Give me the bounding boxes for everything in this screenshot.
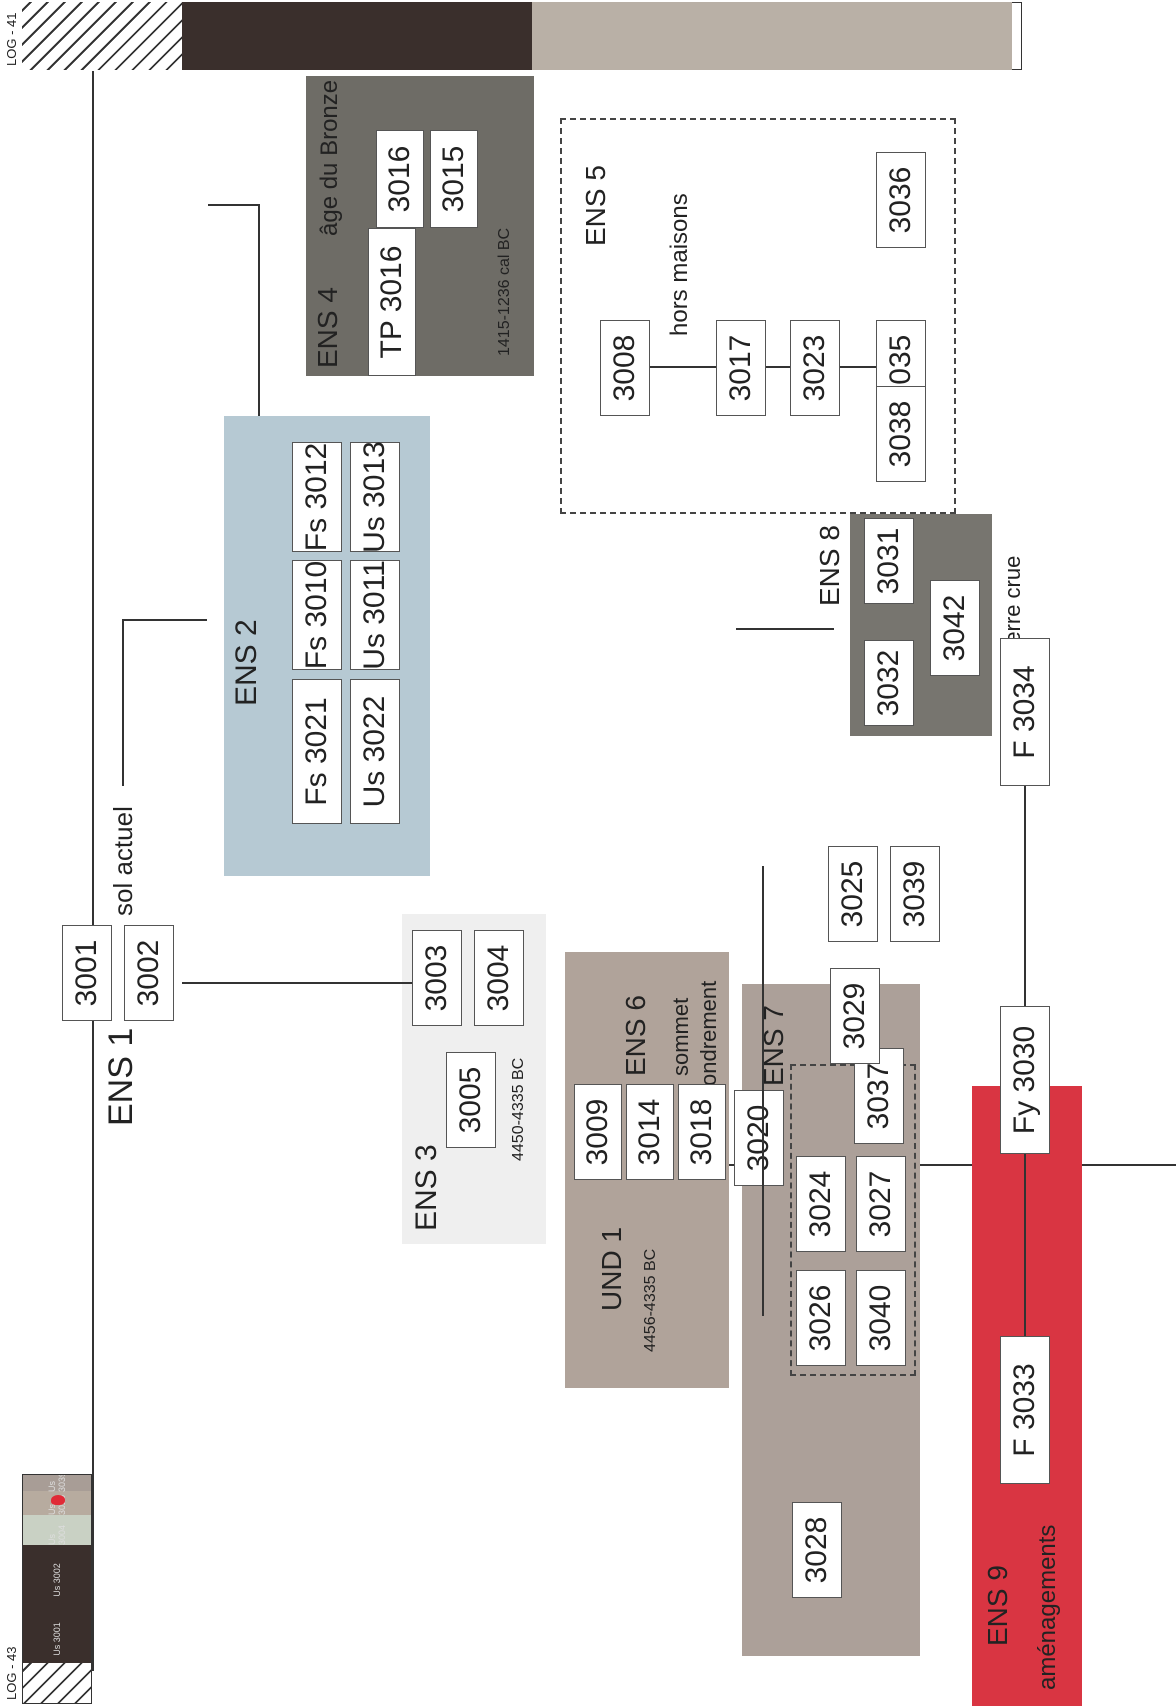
ens9-title: ENS 9 xyxy=(982,1565,1014,1646)
ens2-to-ens4-line xyxy=(258,206,260,416)
box-3002: 3002 xyxy=(124,925,174,1021)
box-3017: 3017 xyxy=(716,320,766,416)
ens4-date: 1415-1236 cal BC xyxy=(496,228,514,356)
box-fs-3012: Fs 3012 xyxy=(292,442,342,552)
box-3039: 3039 xyxy=(890,846,940,942)
log-41-bar xyxy=(22,2,1022,70)
log-43-seg-3: Us 3004 xyxy=(23,1515,91,1545)
box-3032: 3032 xyxy=(864,640,914,726)
box-3020: 3020 xyxy=(734,1090,784,1186)
box-3016: 3016 xyxy=(376,130,424,228)
box-3001: 3001 xyxy=(62,925,112,1021)
ens2-to-ens4-v xyxy=(208,204,260,206)
ens5-ens8-link xyxy=(736,628,834,630)
box-3008: 3008 xyxy=(600,320,650,416)
log-43-seg-2: Us 3002 xyxy=(23,1545,91,1615)
ens6-title: ENS 6 xyxy=(620,995,652,1076)
box-3024: 3024 xyxy=(796,1156,846,1252)
box-us-3022: Us 3022 xyxy=(350,679,400,824)
log-43-hatch xyxy=(23,1663,91,1703)
ens6-subtitle-1: sommet xyxy=(668,998,694,1076)
box-3018: 3018 xyxy=(678,1084,726,1180)
box-us-3013: Us 3013 xyxy=(350,442,400,552)
box-3009: 3009 xyxy=(574,1084,622,1180)
log-43-label: LOG - 43 xyxy=(4,1647,19,1700)
box-us-3011: Us 3011 xyxy=(350,560,400,670)
log-41-seg-3 xyxy=(532,2,1012,70)
ens2-title: ENS 2 xyxy=(230,619,264,706)
ens5-3023-3035 xyxy=(840,366,876,368)
ens6-date: 4456-4335 BC xyxy=(642,1249,660,1352)
box-3004: 3004 xyxy=(474,930,524,1026)
box-3042: 3042 xyxy=(930,580,980,676)
ens4-title: ENS 4 xyxy=(312,287,344,368)
ens8-title: ENS 8 xyxy=(814,525,846,606)
ens1-ens3-connector xyxy=(182,982,412,984)
ens1-title: ENS 1 xyxy=(102,1028,141,1126)
box-3038: 3038 xyxy=(876,386,926,482)
box-tp-3016: TP 3016 xyxy=(368,228,416,376)
box-3040: 3040 xyxy=(856,1270,906,1366)
log-41-seg-1 xyxy=(182,2,332,70)
ens9-line-1 xyxy=(1024,1154,1026,1336)
log-43-strip: Us 3001 Us 3002 Us 3004 Us 3025 Us 3039 xyxy=(22,1474,92,1704)
log-43-red-inclusion xyxy=(51,1495,65,1505)
ens5-title: ENS 5 xyxy=(580,165,612,246)
box-3036: 3036 xyxy=(876,152,926,248)
ens3-date: 4450-4335 BC xyxy=(510,1058,528,1161)
box-f-3034: F 3034 xyxy=(1000,638,1050,786)
box-3023: 3023 xyxy=(790,320,840,416)
ens5-3008-3017 xyxy=(650,366,716,368)
box-3025: 3025 xyxy=(828,846,878,942)
box-f-3033: F 3033 xyxy=(1000,1336,1050,1484)
ens4-subtitle: âge du Bronze xyxy=(316,80,344,236)
box-3026: 3026 xyxy=(796,1270,846,1366)
box-3005: 3005 xyxy=(446,1052,496,1148)
ens9-subtitle: aménagements xyxy=(1034,1525,1062,1690)
box-3031: 3031 xyxy=(864,518,914,604)
box-fs-3021: Fs 3021 xyxy=(292,679,342,824)
box-3015: 3015 xyxy=(430,130,478,228)
log-43-seg-1: Us 3001 xyxy=(23,1615,91,1663)
sol-line-h xyxy=(122,621,124,786)
box-3003: 3003 xyxy=(412,930,462,1026)
ens5-subtitle: hors maisons xyxy=(666,193,694,336)
ens3-title: ENS 3 xyxy=(410,1144,444,1231)
ens9-line-2 xyxy=(1024,786,1026,1006)
log-41-seg-2 xyxy=(332,2,532,70)
box-3014: 3014 xyxy=(626,1084,674,1180)
ens7-bracket-h xyxy=(762,866,764,1316)
log-41-hatch xyxy=(22,2,182,70)
ens5-3017-3023 xyxy=(766,366,790,368)
box-fy-3030: Fy 3030 xyxy=(1000,1006,1050,1154)
box-3028: 3028 xyxy=(792,1502,842,1598)
log-41-label: LOG - 41 xyxy=(4,13,19,66)
box-3027: 3027 xyxy=(856,1156,906,1252)
sol-actuel-label: sol actuel xyxy=(108,806,139,916)
log-43-seg-5: Us 3039 xyxy=(23,1474,91,1491)
box-3029: 3029 xyxy=(830,968,880,1064)
trunk-line xyxy=(92,71,94,1671)
und1-label: UND 1 xyxy=(596,1227,628,1311)
sol-line-v xyxy=(122,619,207,621)
box-fs-3010: Fs 3010 xyxy=(292,560,342,670)
